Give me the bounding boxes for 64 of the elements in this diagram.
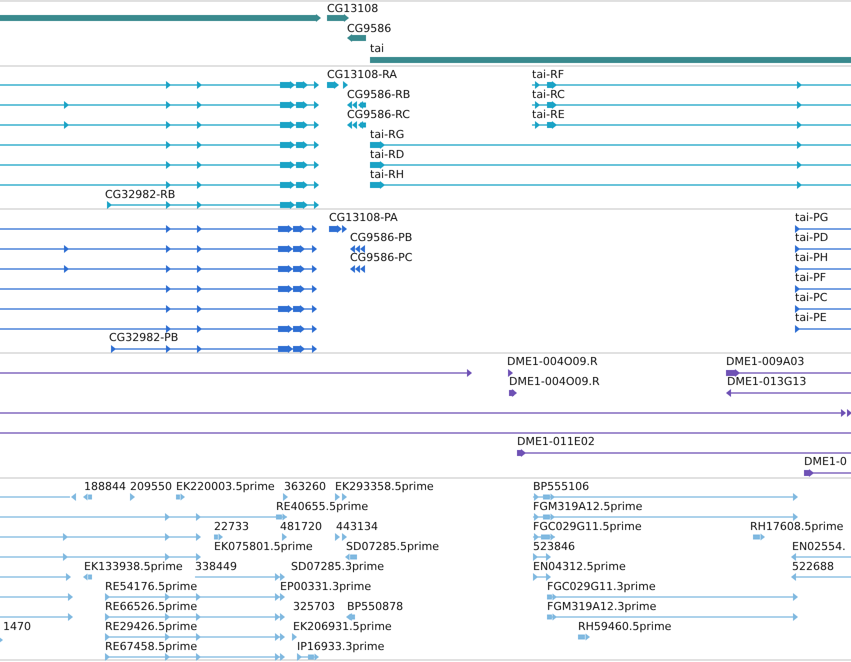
feature-label: CG9586-PB xyxy=(350,231,412,244)
feature-label: 522688 xyxy=(792,560,834,573)
feature-label: FGC029G11.3prime xyxy=(547,580,656,593)
feature-label: tai-RH xyxy=(370,168,404,181)
feature-label: EK075801.5prime xyxy=(214,540,313,553)
feature-label: CG9586-RC xyxy=(347,108,410,121)
feature-label: FGM319A12.5prime xyxy=(533,500,642,513)
feature-label: CG13108-PA xyxy=(329,211,398,224)
feature-label: EN04312.5prime xyxy=(533,560,626,573)
feature-label: EK133938.5prime xyxy=(84,560,183,573)
feature-label: tai-PD xyxy=(795,231,828,244)
feature-label: 481720 xyxy=(280,520,322,533)
feature-label: RE66526.5prime xyxy=(105,600,198,613)
feature-label: DME1-011E02 xyxy=(517,435,595,448)
feature-label: tai-RD xyxy=(370,148,404,161)
feature-label: DME1-0 xyxy=(804,455,847,468)
feature-label: CG13108 xyxy=(327,2,378,15)
feature-label: 363260 xyxy=(284,480,326,493)
feature-label: EK293358.5prime xyxy=(335,480,434,493)
feature-label: DME1-013G13 xyxy=(727,375,806,388)
feature-label: SD07285.5prime xyxy=(346,540,439,553)
feature-label: tai-PG xyxy=(795,211,828,224)
feature-label: FGM319A12.3prime xyxy=(547,600,656,613)
feature-label: 338449 xyxy=(195,560,237,573)
feature-label: 523846 xyxy=(533,540,575,553)
feature-label: RH59460.5prime xyxy=(578,620,672,633)
feature-label: tai-PE xyxy=(795,311,827,324)
feature-label: tai-RG xyxy=(370,128,404,141)
feature-label: DME1-004O09.R xyxy=(507,355,598,368)
feature-label: RE54176.5prime xyxy=(105,580,198,593)
feature-label: tai-RF xyxy=(532,68,564,81)
feature-label: CG13108-RA xyxy=(327,68,397,81)
feature-label: BP555106 xyxy=(533,480,590,493)
feature-label: DME1-004O09.R xyxy=(509,375,600,388)
feature-label: EP00331.3prime xyxy=(280,580,372,593)
feature-label: 443134 xyxy=(336,520,378,533)
feature-label: CG32982-PB xyxy=(109,331,178,344)
feature-label: RE67458.5prime xyxy=(105,640,198,653)
feature-label: CG9586-RB xyxy=(347,88,410,101)
feature-label: tai-PH xyxy=(795,251,828,264)
feature-label: RE40655.5prime xyxy=(276,500,368,513)
feature-label: IP16933.3prime xyxy=(297,640,384,653)
feature-label: RH17608.5prime xyxy=(750,520,844,533)
feature-label: RE29426.5prime xyxy=(105,620,198,633)
feature-label: tai-PC xyxy=(795,291,828,304)
feature-label: tai-RC xyxy=(532,88,565,101)
feature-label: 209550 xyxy=(130,480,172,493)
feature-label: 22733 xyxy=(214,520,249,533)
feature-label: SD07285.3prime xyxy=(291,560,384,573)
feature-label: EK220003.5prime xyxy=(176,480,275,493)
feature-label: 188844 xyxy=(84,480,126,493)
feature-label: CG9586-PC xyxy=(350,251,412,264)
feature-label: tai xyxy=(370,42,384,55)
feature-label: DME1-009A03 xyxy=(726,355,804,368)
feature-label: BP550878 xyxy=(347,600,404,613)
feature-label: tai-RE xyxy=(532,108,565,121)
feature-label: EN02554. xyxy=(792,540,846,553)
feature-label: 1470 xyxy=(3,620,31,633)
feature-label: EK206931.5prime xyxy=(293,620,392,633)
feature-label: CG32982-RB xyxy=(105,188,176,201)
feature-label: tai-PF xyxy=(795,271,826,284)
feature-label: 325703 xyxy=(293,600,335,613)
feature-label: CG9586 xyxy=(347,22,392,35)
feature-label: FGC029G11.5prime xyxy=(533,520,642,533)
